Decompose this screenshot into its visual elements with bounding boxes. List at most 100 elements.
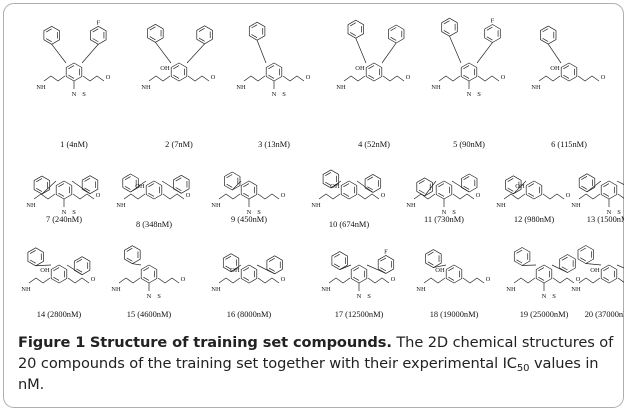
compound-10: NH O OH 10 (674nM) bbox=[311, 169, 386, 229]
sulfur-atom: S bbox=[477, 91, 481, 98]
carbonyl-o: O bbox=[381, 192, 386, 199]
carbonyl-o: O bbox=[501, 74, 506, 81]
compound-label: 5 (90nM) bbox=[453, 140, 485, 149]
nitrogen-atom: N bbox=[357, 293, 362, 300]
compound-label: 14 (2800nM) bbox=[37, 310, 82, 319]
compound-label: 3 (13nM) bbox=[258, 140, 290, 149]
amide-nh: NH bbox=[311, 202, 321, 209]
amide-nh: NH bbox=[36, 84, 46, 91]
compound-14: NH O OH 14 (2800nM) bbox=[21, 247, 96, 319]
nitrogen-atom: N bbox=[272, 91, 277, 98]
amide-nh: NH bbox=[531, 84, 541, 91]
amide-nh: NH bbox=[406, 202, 416, 209]
carbonyl-o: O bbox=[96, 192, 101, 199]
compound-13: FNHONS13 (1500nM) bbox=[571, 173, 624, 224]
compound-label: 12 (980nM) bbox=[514, 215, 554, 224]
fluorine-atom: F bbox=[491, 18, 495, 25]
amide-nh: NH bbox=[496, 202, 506, 209]
carbonyl-o: O bbox=[281, 276, 286, 283]
amide-nh: NH bbox=[211, 286, 221, 293]
carbonyl-o: O bbox=[91, 276, 96, 283]
hydroxyl: OH bbox=[590, 267, 600, 274]
amide-nh: NH bbox=[416, 286, 426, 293]
compound-label: 6 (115nM) bbox=[551, 140, 587, 149]
compound-label: 20 (37000nM) bbox=[585, 310, 624, 319]
amide-nh: NH bbox=[111, 286, 121, 293]
carbonyl-o: O bbox=[601, 74, 606, 81]
nitrogen-atom: N bbox=[607, 209, 612, 216]
compound-label: 17 (12500nM) bbox=[335, 310, 384, 319]
caption-title: Structure of training set compounds. bbox=[89, 334, 392, 351]
amide-nh: NH bbox=[571, 202, 581, 209]
carbonyl-o: O bbox=[476, 192, 481, 199]
sulfur-atom: S bbox=[552, 293, 556, 300]
compound-label: 8 (348nM) bbox=[136, 220, 172, 229]
hydroxyl: OH bbox=[355, 65, 365, 72]
sulfur-atom: S bbox=[157, 293, 161, 300]
hydroxyl: OH bbox=[435, 267, 445, 274]
hydroxyl: OH bbox=[330, 183, 340, 190]
nitrogen-atom: N bbox=[72, 91, 77, 98]
sulfur-atom: S bbox=[72, 209, 76, 216]
amide-nh: NH bbox=[116, 202, 126, 209]
carbonyl-o: O bbox=[181, 276, 186, 283]
compound-label: 1 (4nM) bbox=[60, 140, 88, 149]
amide-nh: NH bbox=[321, 286, 331, 293]
compound-label: 9 (450nM) bbox=[231, 215, 267, 224]
amide-nh: NH bbox=[21, 286, 31, 293]
hydroxyl: OH bbox=[40, 267, 50, 274]
nitrogen-atom: N bbox=[147, 293, 152, 300]
compound-label: 15 (4600nM) bbox=[127, 310, 172, 319]
compound-label: 18 (19000nM) bbox=[430, 310, 479, 319]
sulfur-atom: S bbox=[282, 91, 286, 98]
nitrogen-atom: N bbox=[467, 91, 472, 98]
compound-20: NHOOH20 (37000nM) bbox=[571, 245, 624, 319]
compound-label: 7 (240nM) bbox=[46, 215, 82, 224]
carbonyl-o: O bbox=[406, 74, 411, 81]
amide-nh: NH bbox=[571, 286, 581, 293]
compound-label: 11 (730nM) bbox=[424, 215, 464, 224]
carbonyl-o: O bbox=[281, 192, 286, 199]
sulfur-atom: S bbox=[257, 209, 261, 216]
caption-text: The 2D chemical structures of 20 compoun… bbox=[18, 334, 614, 372]
compound-label: 10 (674nM) bbox=[329, 220, 369, 229]
figure-caption: Figure 1 Structure of training set compo… bbox=[18, 332, 622, 395]
hydroxyl: OH bbox=[515, 183, 525, 190]
caption-subscript: 50 bbox=[516, 363, 530, 374]
compound-16: NH O OH 16 (8000nM) bbox=[211, 253, 286, 319]
carbonyl-o: O bbox=[306, 74, 311, 81]
sulfur-atom: S bbox=[617, 209, 621, 216]
amide-nh: NH bbox=[336, 84, 346, 91]
hydroxyl: OH bbox=[160, 65, 170, 72]
caption-text-end: values in nM. bbox=[18, 355, 599, 393]
compound-label: 2 (7nM) bbox=[165, 140, 193, 149]
carbonyl-o: O bbox=[211, 74, 216, 81]
fluorine-atom: F bbox=[96, 19, 100, 26]
nitrogen-atom: N bbox=[442, 209, 447, 216]
carbonyl-o: O bbox=[391, 276, 396, 283]
hydroxyl: OH bbox=[230, 267, 240, 274]
carbonyl-o: O bbox=[106, 74, 111, 81]
hydroxyl: OH bbox=[550, 65, 560, 72]
sulfur-atom: S bbox=[452, 209, 456, 216]
nitrogen-atom: N bbox=[62, 209, 67, 216]
amide-nh: NH bbox=[26, 202, 36, 209]
sulfur-atom: S bbox=[82, 91, 86, 98]
amide-nh: NH bbox=[211, 202, 221, 209]
hydroxyl: OH bbox=[135, 183, 145, 190]
compound-label: 16 (8000nM) bbox=[227, 310, 272, 319]
